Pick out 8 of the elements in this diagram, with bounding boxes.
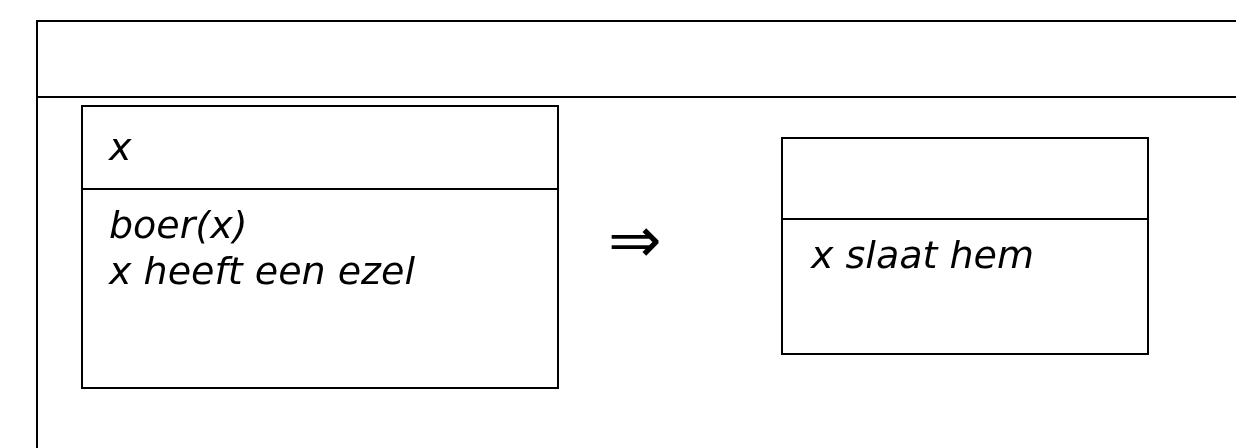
condition-text: boer(x)	[109, 202, 248, 248]
discourse-referent: x	[109, 123, 132, 170]
implication-symbol: ⇒	[608, 205, 662, 275]
condition-text: x heeft een ezel	[109, 248, 415, 294]
condition-text: x slaat hem	[811, 232, 1034, 278]
drs-box	[781, 137, 1149, 355]
outer-drs-box	[36, 20, 1236, 448]
drs-box	[81, 105, 559, 389]
